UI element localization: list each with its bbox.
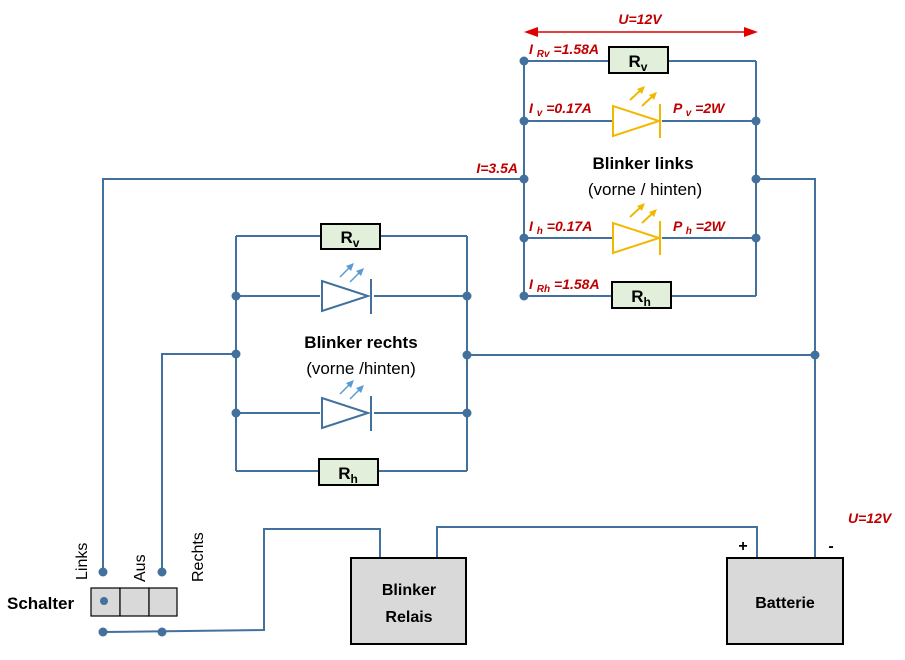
svg-text:Rh: Rh: [338, 464, 358, 486]
total-current-label: I=3.5A: [476, 160, 518, 176]
voltage-label: U=12V: [618, 11, 663, 27]
blinker-links-title: Blinker links: [592, 154, 693, 173]
current-rv-label: I Rv =1.58A: [529, 41, 599, 60]
battery: Batterie + - U=12V: [726, 510, 893, 645]
switch-position-rechts[interactable]: [148, 587, 178, 617]
blinker-links-circuit: U=12V Rv Rh: [476, 11, 761, 309]
current-v-label: I v =0.17A: [529, 100, 592, 119]
switch-label-aus: Aus: [132, 554, 149, 582]
resistor-rv-rechts: [320, 223, 381, 250]
switch-position-aus[interactable]: [119, 587, 150, 617]
svg-text:Rv: Rv: [341, 228, 360, 250]
voltage-arrow: [524, 27, 758, 37]
blinker-links-subtitle: (vorne / hinten): [588, 180, 702, 199]
led-front-rechts: [320, 263, 374, 314]
power-v-label: P v =2W: [673, 100, 726, 119]
resistor-rv-links: [608, 46, 669, 74]
svg-text:Blinker: Blinker: [382, 582, 436, 599]
svg-text:Rh: Rh: [631, 287, 651, 309]
led-front-links: [612, 86, 663, 138]
battery-plus: +: [738, 538, 747, 555]
led-rear-rechts: [320, 380, 374, 431]
switch-label: Schalter: [7, 594, 74, 613]
svg-text:Rv: Rv: [629, 52, 648, 74]
battery-minus: -: [828, 538, 833, 555]
blinker-rechts-subtitle: (vorne /hinten): [306, 359, 416, 378]
blinker-relay: Blinker Relais: [350, 557, 467, 645]
switch[interactable]: Schalter Links Aus Rechts: [7, 532, 207, 637]
connecting-wires: [102, 178, 820, 633]
switch-label-rechts: Rechts: [190, 532, 207, 582]
resistor-rh-links: [611, 281, 672, 309]
blinker-rechts-circuit: Rv Rh Blinker rechts (vorne /hinten): [231, 223, 472, 486]
blinker-rechts-title: Blinker rechts: [304, 333, 417, 352]
current-rh-label: I Rh =1.58A: [529, 276, 600, 295]
battery-label: Batterie: [755, 595, 815, 612]
resistor-rh-rechts: [318, 458, 379, 486]
battery-voltage-label: U=12V: [848, 510, 893, 526]
switch-indicator: [100, 597, 108, 605]
power-h-label: P h =2W: [673, 218, 727, 237]
switch-label-links: Links: [74, 543, 91, 580]
current-h-label: I h =0.17A: [529, 218, 592, 237]
led-rear-links: [612, 203, 663, 255]
svg-text:Relais: Relais: [385, 609, 432, 626]
